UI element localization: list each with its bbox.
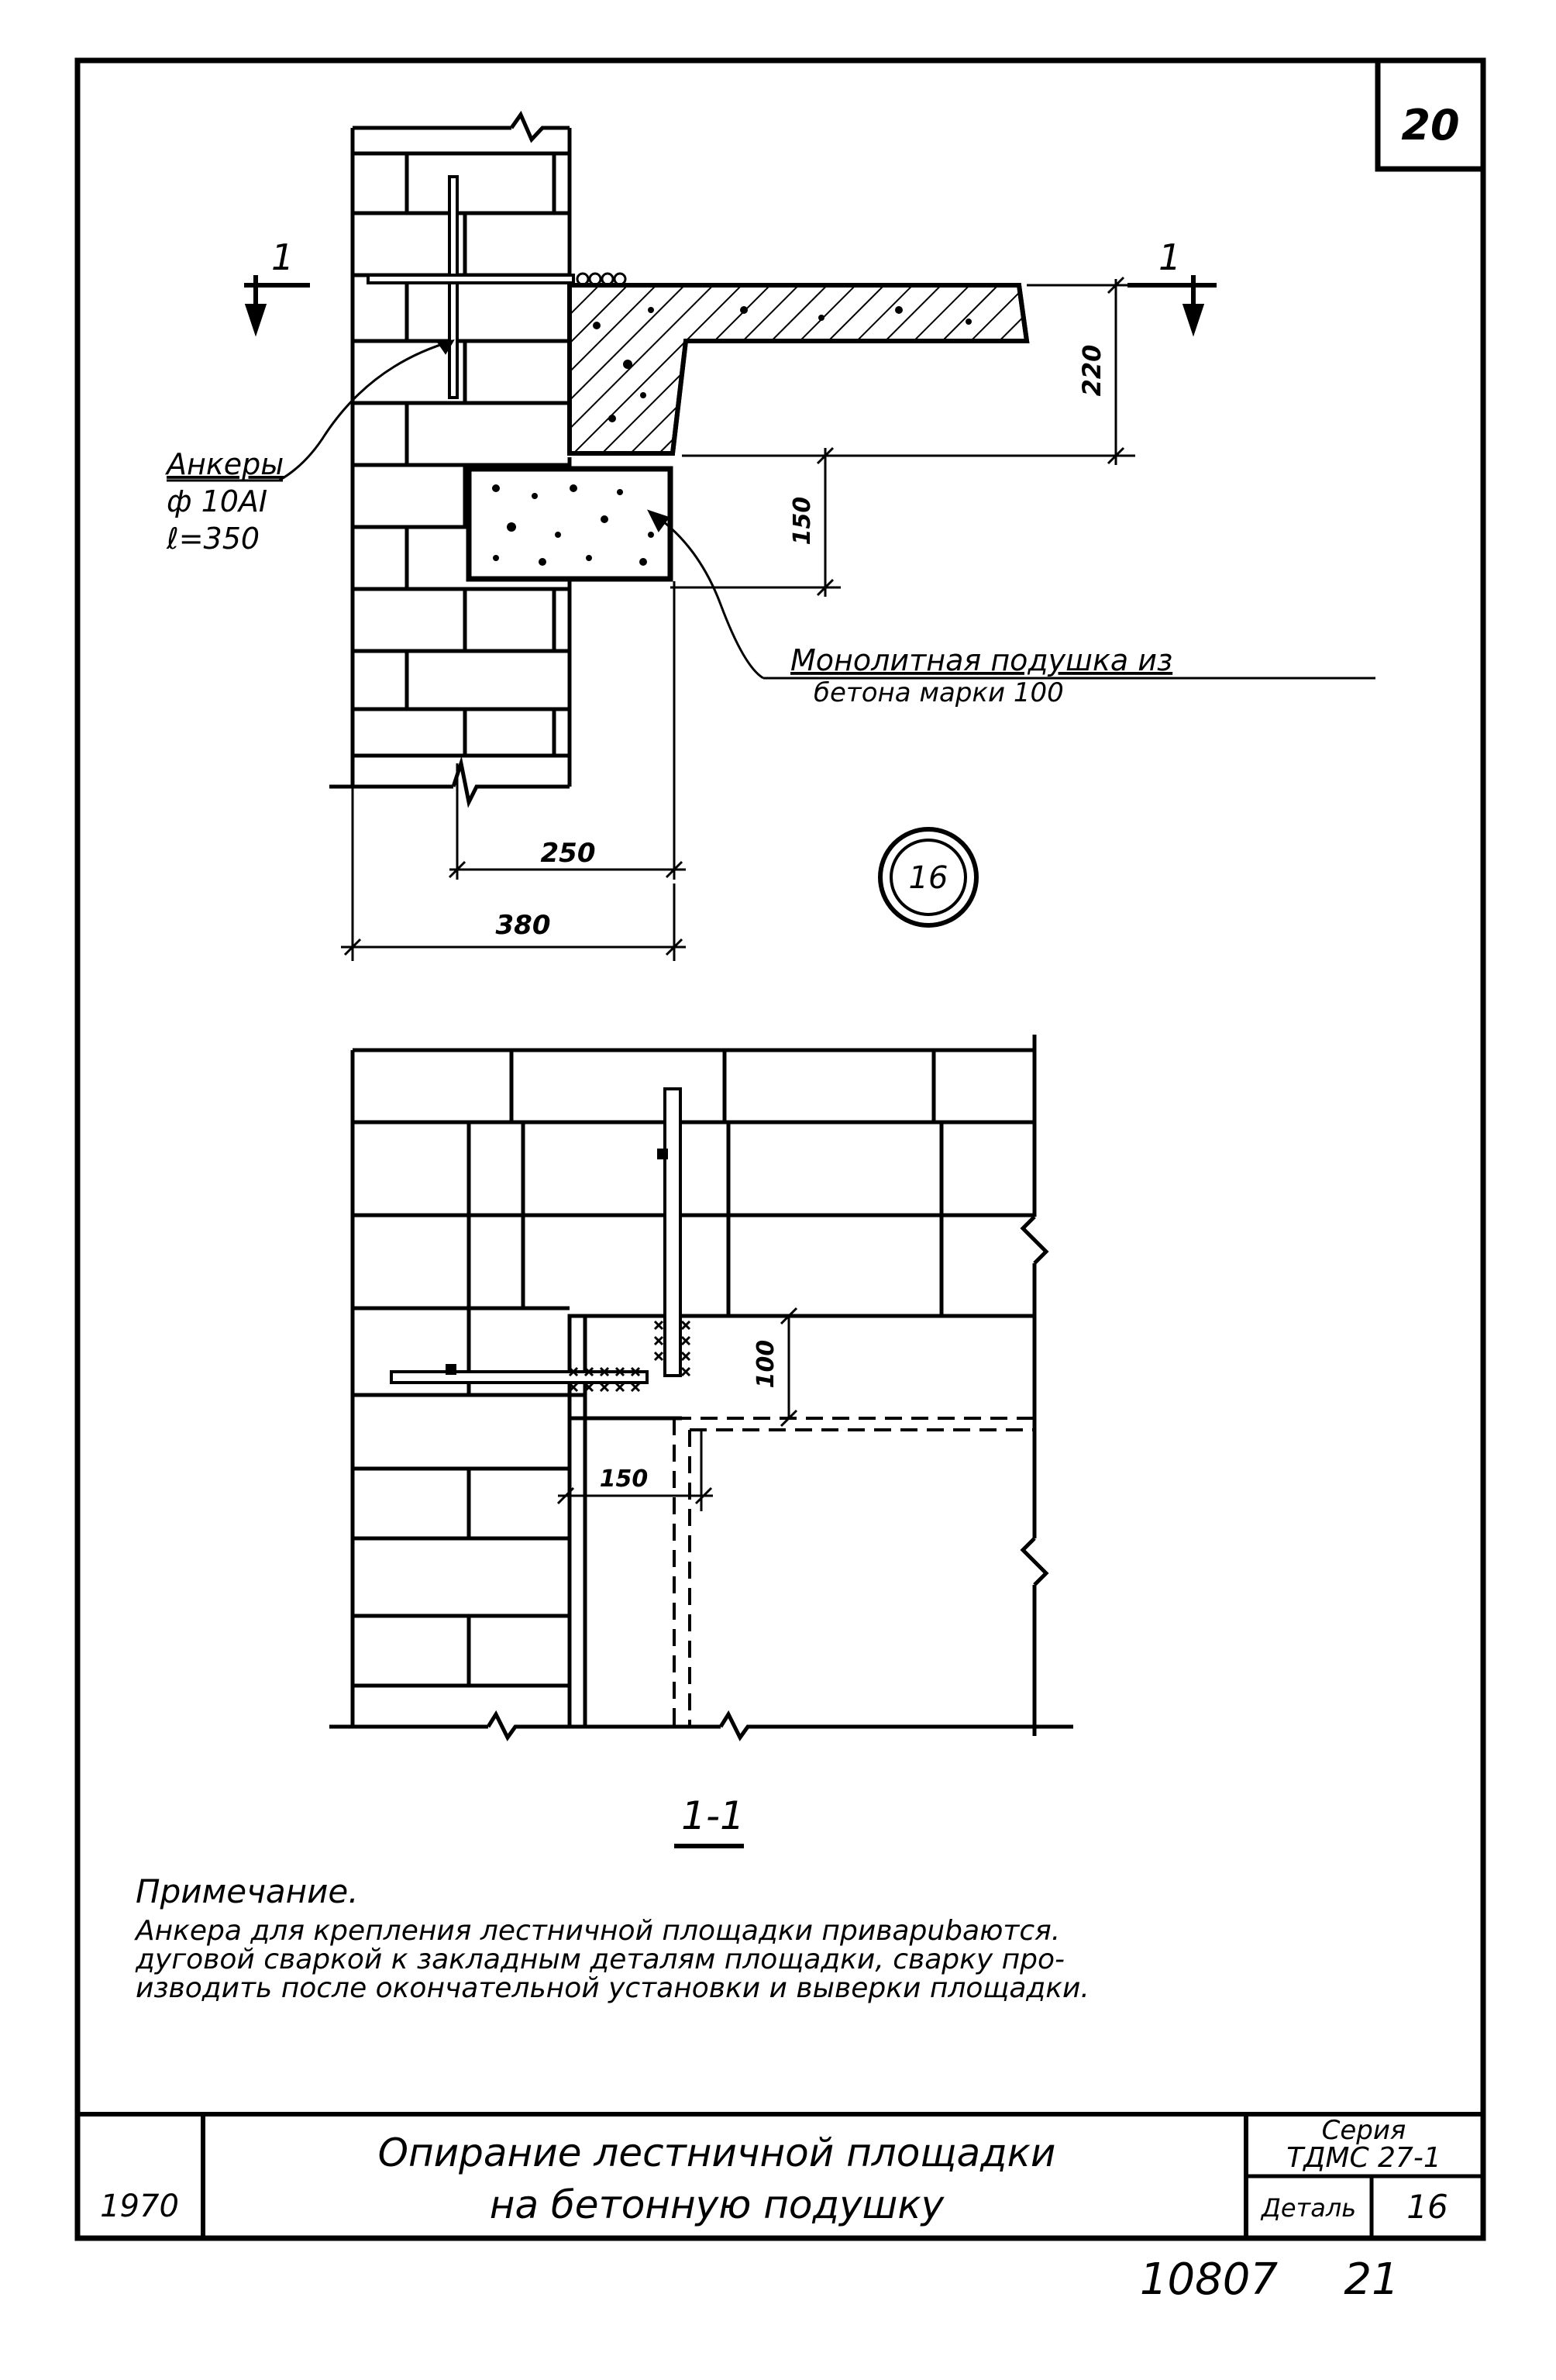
dim-220-label: 220 — [1077, 345, 1107, 397]
note-line3: изводить после окончательной установки и… — [136, 1972, 1090, 2004]
title-line1: Опирание лестничной площадки — [378, 2130, 1056, 2175]
detail-value: 16 — [1406, 2188, 1448, 2226]
dim-250-label: 250 — [541, 838, 596, 869]
anchor-bar — [367, 274, 575, 284]
dim-220 — [682, 276, 1135, 465]
series-value: ТДМС 27-1 — [1286, 2142, 1441, 2174]
section-view: 100 150 1-1 — [329, 1035, 1073, 1848]
pad-callout-leader — [647, 509, 1375, 680]
section-mark-right-label: 1 — [1158, 236, 1181, 278]
section-mark-left — [244, 275, 310, 337]
title-block — [77, 2112, 1483, 2238]
detail-label: Деталь — [1260, 2193, 1356, 2223]
top-detail: 1 1 220 150 — [164, 110, 1375, 961]
note-block: Примечание. Анкера для крепления лестнич… — [134, 1872, 1090, 2004]
anchors-leader — [167, 339, 455, 482]
sheet-number-box: 20 — [1375, 57, 1486, 172]
note-heading: Примечание. — [136, 1872, 359, 1910]
anchors-label-2: ф 10АI — [167, 484, 267, 518]
section-anchor-bar — [390, 1364, 649, 1384]
detail-badge-number: 16 — [909, 860, 948, 896]
dim-150-label: 150 — [789, 497, 816, 546]
page-number: 21 — [1344, 2254, 1399, 2305]
concrete-pad — [466, 466, 673, 582]
note-line2: дуговой сваркой к закладным деталям площ… — [135, 1944, 1065, 1975]
dim-380-label: 380 — [496, 910, 551, 941]
dim-100 — [780, 1307, 798, 1428]
dim-380 — [341, 787, 686, 961]
weld-bead — [576, 272, 627, 286]
dim-150-section-label: 150 — [600, 1466, 649, 1493]
pad-callout-line2: бетона марки 100 — [814, 677, 1064, 708]
series-label: Серия — [1322, 2115, 1406, 2146]
section-mark-left-label: 1 — [271, 236, 294, 278]
archive-number: 10807 — [1140, 2254, 1279, 2305]
dim-100-label: 100 — [752, 1340, 780, 1389]
title-year: 1970 — [100, 2189, 179, 2224]
anchor-rod — [448, 175, 459, 399]
anchors-label-1: Анкеры — [164, 447, 284, 481]
note-line1: Анкера для крепления лестничной площадки… — [134, 1915, 1060, 1947]
sheet-number: 20 — [1401, 101, 1459, 150]
dim-150-section — [556, 1430, 713, 1511]
section-anchor-rod — [657, 1087, 682, 1377]
landing-slab — [567, 283, 1030, 456]
section-brickwork — [329, 1035, 1073, 1741]
dim-150 — [670, 446, 841, 597]
dim-250 — [448, 581, 686, 880]
detail-badge: 16 — [878, 827, 979, 928]
section-mark-right — [1127, 275, 1217, 337]
sheet-frame — [74, 57, 1486, 2241]
pad-callout-line1: Монолитная подушка из — [790, 643, 1172, 677]
anchors-label-3: ℓ=350 — [166, 522, 260, 556]
section-welds — [568, 1320, 691, 1393]
section-label: 1-1 — [681, 1793, 745, 1838]
landing-outline-dashed — [673, 1417, 1034, 1727]
title-line2: на бетонную подушку — [490, 2182, 945, 2227]
